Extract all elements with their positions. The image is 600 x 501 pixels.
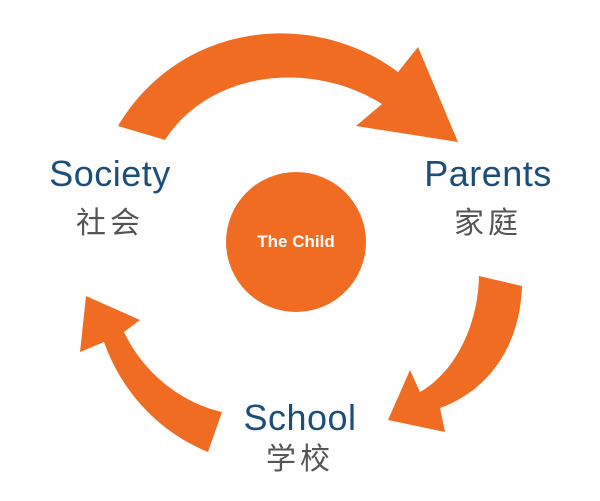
node-school-label: School	[243, 397, 357, 438]
center-label: The Child	[257, 232, 335, 251]
arrow-parents-to-school	[388, 276, 522, 432]
node-society: Society 社会	[35, 154, 185, 242]
node-school-label-zh: 学校	[266, 442, 334, 477]
node-society-label-zh: 社会	[76, 206, 144, 241]
arrow-society-to-parents	[118, 33, 458, 142]
node-school: School 学校	[225, 398, 375, 478]
node-parents-label-zh: 家庭	[454, 206, 522, 241]
arrow-school-to-society	[80, 296, 222, 452]
center-circle: The Child	[226, 172, 366, 312]
node-society-label: Society	[49, 153, 171, 194]
node-parents: Parents 家庭	[408, 154, 568, 242]
node-parents-label: Parents	[424, 153, 552, 194]
